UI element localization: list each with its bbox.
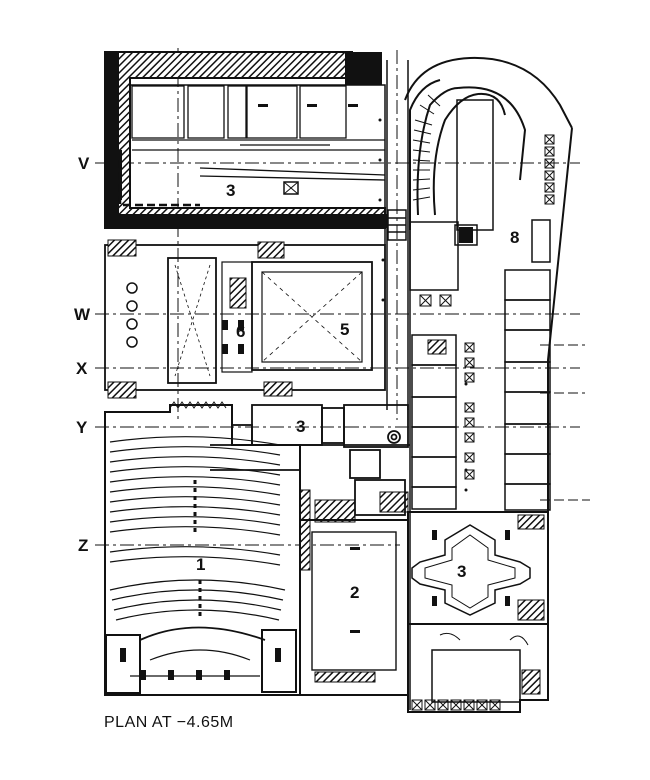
column-circles bbox=[126, 282, 138, 348]
room-number-6: 6 bbox=[236, 322, 245, 341]
auditorium-block bbox=[104, 404, 301, 696]
auditorium-aisle bbox=[193, 480, 202, 620]
middle-block bbox=[104, 244, 386, 391]
axis-label-z: Z bbox=[78, 536, 88, 555]
room-number-upper-3: 3 bbox=[226, 181, 235, 200]
parking-wing bbox=[409, 219, 551, 710]
room-number-1: 1 bbox=[196, 555, 205, 574]
bottom-right-block bbox=[407, 623, 549, 713]
top-block bbox=[104, 51, 387, 229]
hall-block bbox=[299, 519, 409, 696]
stair-hatches bbox=[107, 239, 545, 695]
room-number-8: 8 bbox=[510, 228, 519, 247]
tower-xboxes bbox=[544, 134, 555, 205]
room-number-right-3: 3 bbox=[457, 562, 466, 581]
room-number-5: 5 bbox=[340, 320, 349, 339]
parking-xboxes bbox=[419, 294, 475, 480]
top-block-black-left bbox=[105, 52, 119, 228]
axis-label-x: X bbox=[76, 359, 88, 378]
room-number-2: 2 bbox=[350, 583, 359, 602]
axis-label-w: W bbox=[74, 305, 91, 324]
top-block-interior bbox=[129, 84, 386, 209]
axis-label-v: V bbox=[78, 154, 90, 173]
bottom-right-xboxes bbox=[411, 699, 501, 711]
grid-lines bbox=[95, 48, 590, 546]
room-number-mid-3: 3 bbox=[296, 417, 305, 436]
axis-label-y: Y bbox=[76, 418, 88, 437]
top-block-black-bottom bbox=[105, 214, 387, 228]
spiral-stair-treads bbox=[412, 94, 441, 201]
top-block-black-corner bbox=[345, 52, 382, 85]
corridor bbox=[384, 60, 409, 410]
plan-caption: PLAN AT −4.65M bbox=[104, 714, 234, 731]
